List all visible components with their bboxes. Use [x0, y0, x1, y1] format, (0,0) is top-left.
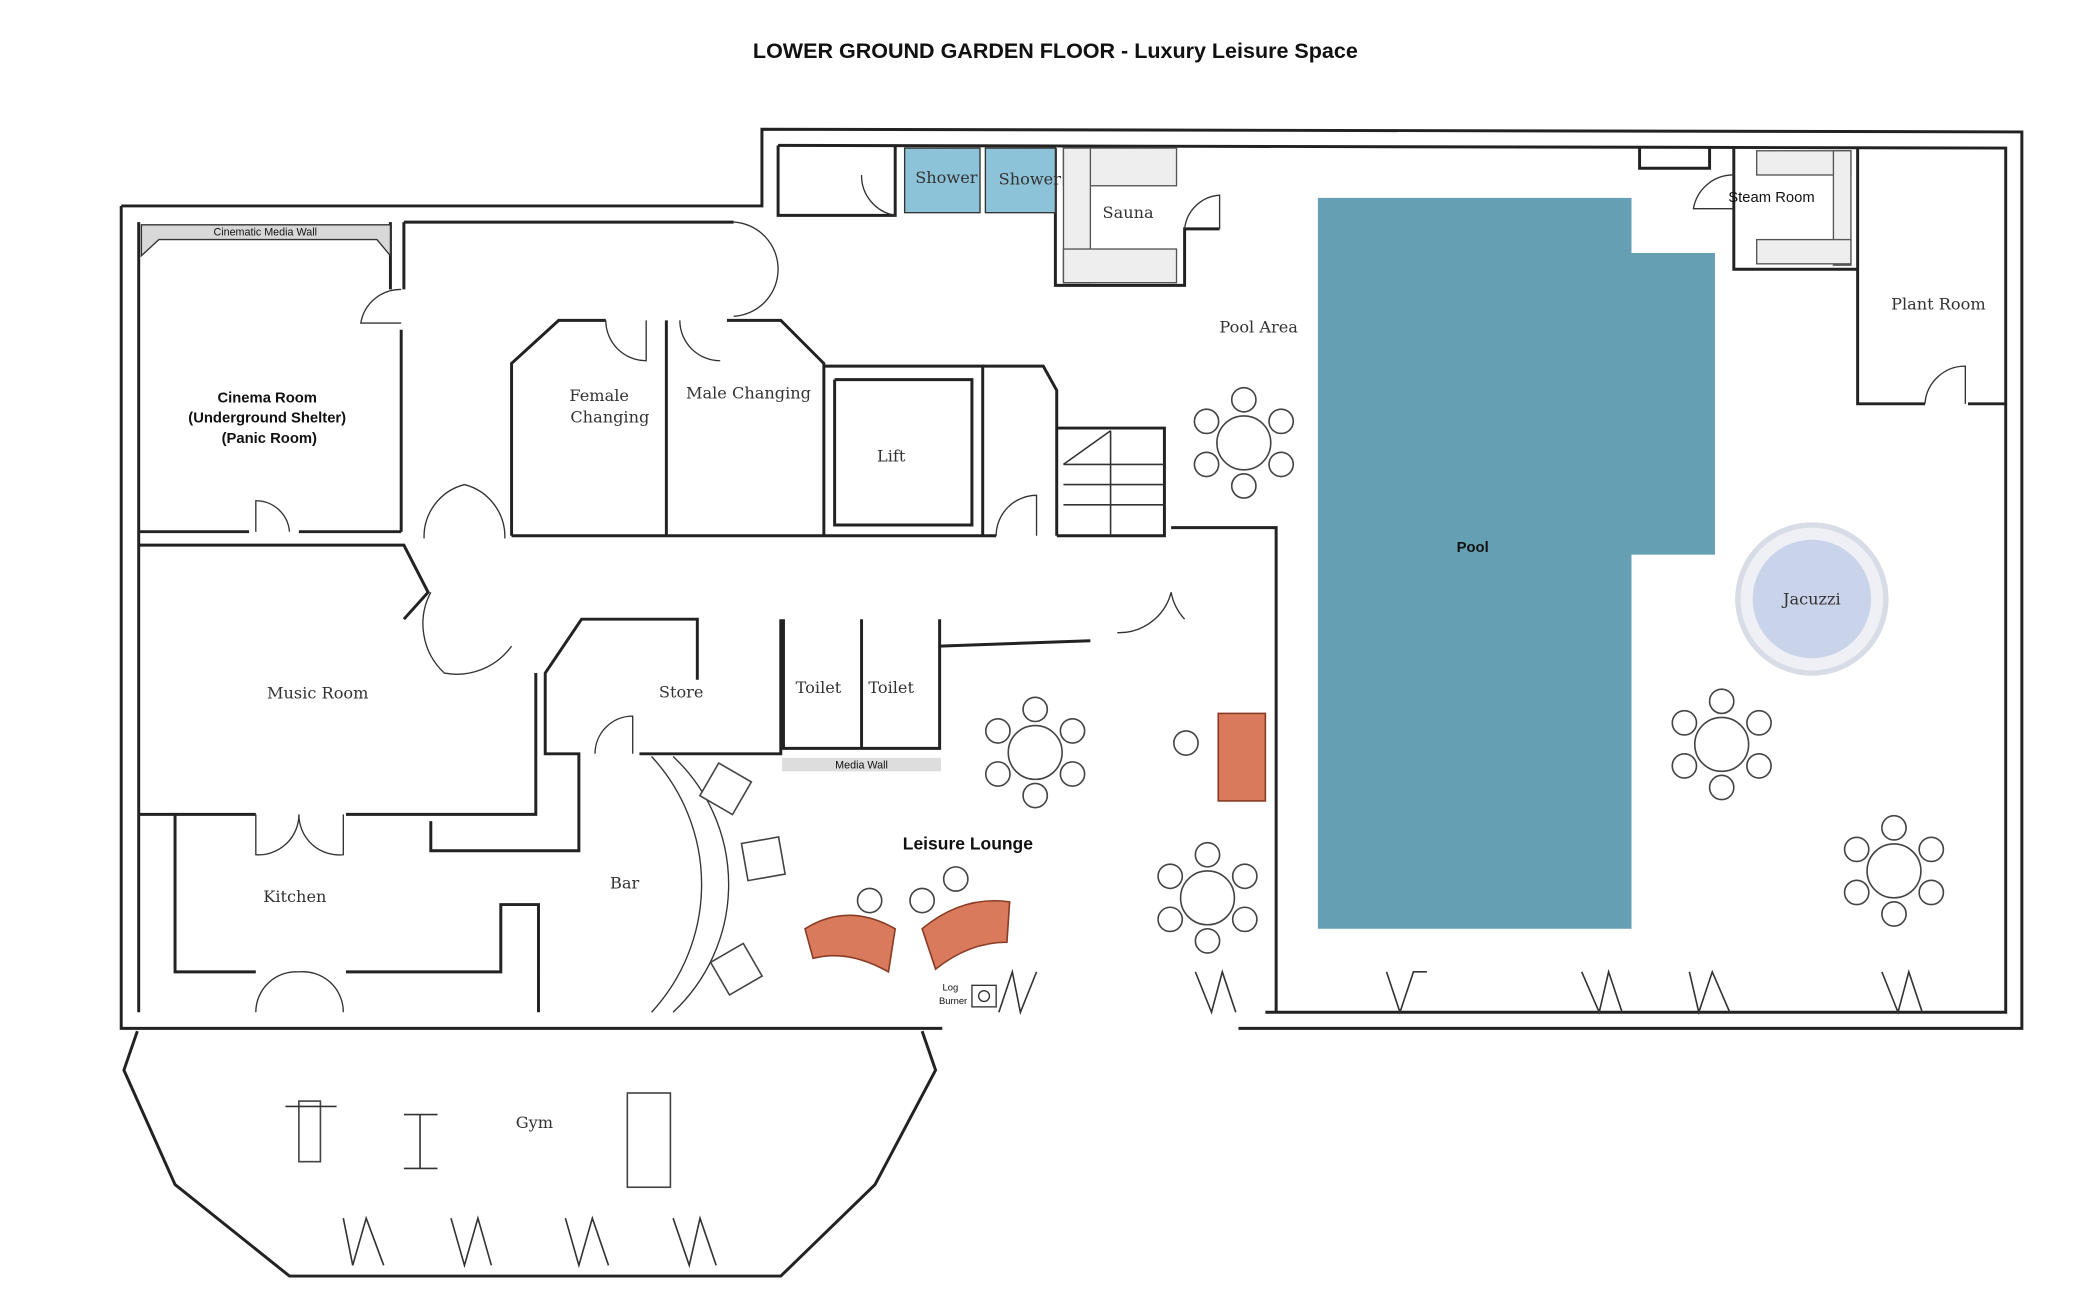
plan-title: LOWER GROUND GARDEN FLOOR - Luxury Leisu… — [753, 39, 1358, 63]
gym-equipment — [285, 1092, 672, 1189]
shower-2 — [984, 147, 1057, 214]
outer-walls — [119, 127, 2024, 1278]
table-chair — [1881, 814, 1907, 841]
table-chair — [1194, 927, 1221, 954]
windows — [342, 968, 1924, 1269]
table-chair — [1231, 906, 1258, 933]
sauna-benches — [1062, 147, 1178, 284]
table-chair — [1230, 473, 1257, 499]
lift-label: Lift — [877, 447, 906, 466]
lounge-furniture — [698, 712, 1267, 997]
table-chair — [1059, 761, 1086, 787]
shower-1 — [903, 147, 981, 214]
jacuzzi-label: Jacuzzi — [1781, 589, 1841, 608]
female-changing-label: Female Changing — [569, 386, 649, 427]
kitchen-label: Kitchen — [263, 887, 326, 906]
dining-tables — [984, 386, 1945, 954]
table-chair — [1193, 408, 1220, 435]
table-chair — [1671, 709, 1698, 736]
media-wall — [782, 757, 941, 772]
shower-2-label: Shower — [999, 169, 1062, 188]
table-chair — [1918, 836, 1945, 863]
round-table — [1007, 724, 1063, 781]
round-table — [1179, 870, 1236, 926]
sofa-2 — [921, 899, 1011, 971]
table-chair — [1022, 782, 1049, 809]
steam-room-label: Steam Room — [1728, 190, 1814, 206]
sofa-3 — [1217, 712, 1267, 802]
shower-1-label: Shower — [915, 168, 978, 187]
log-burner-icon — [977, 990, 991, 1003]
cinema-media-wall-label: Cinematic Media Wall — [213, 227, 317, 239]
cinema-room-label: Cinema Room (Underground Shelter) (Panic… — [188, 390, 350, 446]
door-swings — [255, 174, 1967, 1013]
interior-walls — [138, 145, 2006, 1013]
table-chair — [1157, 906, 1184, 933]
table-chair — [1268, 408, 1295, 435]
table-chair — [984, 761, 1011, 787]
male-changing-label: Male Changing — [686, 383, 811, 402]
bar-label: Bar — [610, 873, 639, 892]
table-chair — [1843, 879, 1870, 906]
table-chair — [1708, 774, 1735, 801]
table-chair — [1843, 836, 1870, 863]
cinema-media-wall — [140, 224, 392, 258]
store-label: Store — [659, 682, 704, 701]
table-chair — [1231, 863, 1258, 890]
table-chair — [1022, 696, 1049, 723]
table-chair — [1157, 863, 1184, 890]
table-chair — [1268, 451, 1295, 478]
toilet-1-label: Toilet — [796, 678, 842, 697]
toilet-2-label: Toilet — [868, 678, 914, 697]
table-chair — [1918, 879, 1945, 906]
table-chair — [1193, 451, 1220, 478]
round-table — [1216, 415, 1272, 471]
staircase — [1062, 430, 1165, 536]
sauna-label: Sauna — [1103, 203, 1154, 222]
steam-room-benches — [1756, 150, 1852, 266]
table-chair — [1194, 841, 1221, 868]
table-chair — [1671, 752, 1698, 779]
table-chair — [1746, 709, 1772, 736]
jacuzzi-water — [1752, 539, 1872, 659]
pool — [1317, 197, 1715, 929]
pool-area-label: Pool Area — [1219, 317, 1298, 336]
table-chair — [1059, 717, 1086, 744]
leisure-lounge-label: Leisure Lounge — [903, 833, 1033, 853]
gym-label: Gym — [516, 1113, 553, 1132]
table-chair — [1881, 901, 1907, 927]
music-room-label: Music Room — [267, 684, 368, 703]
pool-label: Pool — [1457, 540, 1489, 556]
table-chair — [1230, 386, 1257, 413]
table-chair — [1708, 688, 1735, 715]
log-burner — [971, 984, 997, 1008]
table-chair — [984, 717, 1011, 744]
log-burner-label: Log Burner — [939, 982, 967, 1006]
media-wall-label: Media Wall — [835, 760, 888, 772]
round-table — [1693, 716, 1750, 773]
plant-room-label: Plant Room — [1891, 295, 1986, 314]
table-chair — [1746, 752, 1772, 779]
sofa-1 — [804, 914, 897, 974]
round-table — [1866, 843, 1922, 899]
